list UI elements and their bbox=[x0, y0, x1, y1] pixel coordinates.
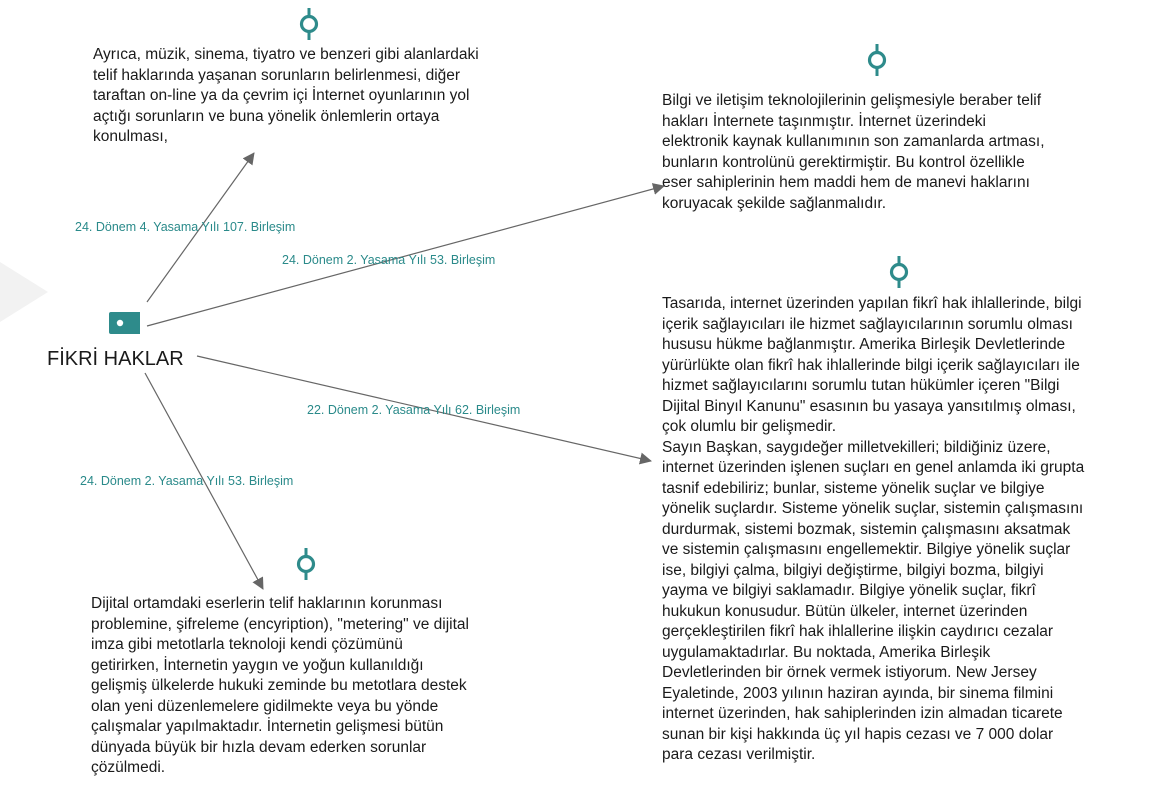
tag-icon[interactable] bbox=[107, 311, 142, 335]
edge-line-bottom-left bbox=[144, 372, 264, 590]
location-pin-icon bbox=[299, 8, 319, 40]
location-pin-icon bbox=[296, 548, 316, 580]
location-pin-icon bbox=[889, 256, 909, 288]
note-text-bottom-right[interactable]: Tasarıda, internet üzerinden yapılan fik… bbox=[662, 295, 1085, 763]
watermark-shape bbox=[0, 262, 48, 322]
edge-label-bottom-right: 22. Dönem 2. Yasama Yılı 62. Birleşim bbox=[307, 403, 521, 417]
note-text-top-left[interactable]: Ayrıca, müzik, sinema, tiyatro ve benzer… bbox=[93, 46, 479, 145]
edge-label-bottom-left: 24. Dönem 2. Yasama Yılı 53. Birleşim bbox=[80, 474, 294, 488]
edge-line-top-right bbox=[146, 183, 665, 327]
edge-label-top-left: 24. Dönem 4. Yasama Yılı 107. Birleşim bbox=[75, 220, 296, 234]
edge-line-bottom-right bbox=[196, 355, 652, 465]
edge-line-top-left bbox=[146, 152, 255, 303]
location-pin-icon bbox=[867, 44, 887, 76]
central-topic-label[interactable]: FİKRİ HAKLAR bbox=[47, 348, 184, 370]
edge-label-top-right: 24. Dönem 2. Yasama Yılı 53. Birleşim bbox=[282, 253, 496, 267]
note-text-top-right[interactable]: Bilgi ve iletişim teknolojilerinin geliş… bbox=[662, 92, 1045, 212]
note-text-bottom-left[interactable]: Dijital ortamdaki eserlerin telif haklar… bbox=[91, 595, 469, 776]
